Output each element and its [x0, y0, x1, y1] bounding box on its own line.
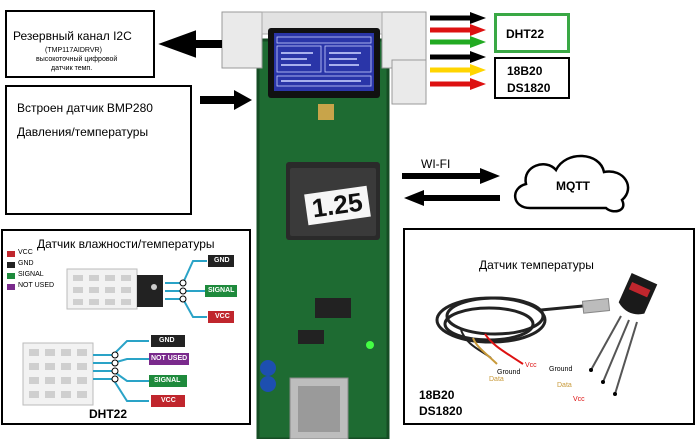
- legend-vcc: VCC: [18, 249, 33, 256]
- legend-gnd: GND: [18, 260, 34, 267]
- capacitor-blue-2: [260, 376, 276, 392]
- dht22-label-box: DHT22: [494, 13, 570, 53]
- mqtt-label: MQTT: [556, 179, 590, 193]
- mqtt-cloud: [514, 154, 630, 213]
- humidity-panel: Датчик влажности/температуры VCC GND SIG…: [1, 229, 251, 425]
- left-connector: [221, 11, 263, 69]
- right-wire-data: Data: [557, 382, 572, 389]
- bottom-pin-gnd: GND: [159, 337, 175, 344]
- left-wire-vcc: Vcc: [525, 362, 537, 369]
- top-pin-signal: SIGNAL: [208, 287, 235, 294]
- dht22-label: DHT22: [506, 27, 545, 41]
- temp-probe-drawing: [435, 273, 658, 396]
- bottom-pin-signal: SIGNAL: [154, 377, 181, 384]
- capacitor-blue-1: [260, 360, 276, 376]
- reserve-i2c-desc-1: высокоточный цифровой: [36, 56, 118, 63]
- ds1820-label-box: 18B20 DS1820: [494, 57, 570, 99]
- bmp280-box: Встроен датчик BMP280 Давления/температу…: [5, 85, 192, 215]
- legend-swatch-not-used: [7, 284, 15, 290]
- left-wire-ground: Ground: [497, 369, 521, 376]
- top-pin-vcc: VCC: [215, 313, 230, 320]
- arrow-reserve-left: [158, 30, 222, 58]
- humidity-panel-title: Датчик влажности/температуры: [37, 237, 215, 251]
- reserve-i2c-desc-2: датчик темп.: [51, 65, 93, 72]
- reserve-i2c-title: Резервный канал I2C: [13, 29, 132, 43]
- right-wire-vcc: Vcc: [573, 396, 585, 403]
- legend-not-used: NOT USED: [18, 282, 55, 289]
- legend-signal: SIGNAL: [18, 271, 44, 278]
- connector-arrows: [430, 12, 486, 90]
- wifi-label: WI-FI: [421, 157, 451, 171]
- humidity-sensor-drawing: [22, 255, 237, 407]
- temp-panel-footer-2: DS1820: [419, 404, 463, 418]
- reserve-i2c-chip: (TMP117AIDRVR): [45, 47, 102, 54]
- top-pin-gnd: GND: [214, 257, 230, 264]
- ds-label-line-2: DS1820: [507, 81, 551, 95]
- bmp280-line-2: Давления/температуры: [17, 125, 149, 139]
- reserve-i2c-box: Резервный канал I2C (TMP117AIDRVR) высок…: [5, 10, 155, 78]
- bottom-pin-not-used: NOT USED: [151, 355, 188, 362]
- temp-panel: Датчик температуры Vcc Ground Data Groun…: [403, 228, 695, 425]
- legend-swatch-vcc: [7, 251, 15, 257]
- ic-chip: [315, 298, 351, 318]
- wifi-arrow-out: [480, 168, 500, 184]
- ds-label-line-1: 18B20: [507, 64, 543, 78]
- status-led: [366, 341, 374, 349]
- wifi-arrow-in: [404, 190, 424, 206]
- legend-swatch-signal: [7, 273, 15, 279]
- temp-panel-title: Датчик температуры: [479, 258, 594, 272]
- bmp280-line-1: Встроен датчик BMP280: [17, 101, 153, 115]
- right-wire-ground: Ground: [549, 366, 573, 373]
- oled-screen: [274, 33, 374, 91]
- legend-swatch-gnd: [7, 262, 15, 268]
- ic-chip-2: [298, 330, 324, 344]
- left-wire-data: Data: [489, 376, 504, 383]
- bottom-pin-vcc: VCC: [161, 397, 176, 404]
- humidity-panel-footer: DHT22: [89, 407, 128, 421]
- right-connector-2: [391, 59, 427, 105]
- capacitor: [318, 104, 334, 120]
- temp-panel-footer-1: 18B20: [419, 388, 455, 402]
